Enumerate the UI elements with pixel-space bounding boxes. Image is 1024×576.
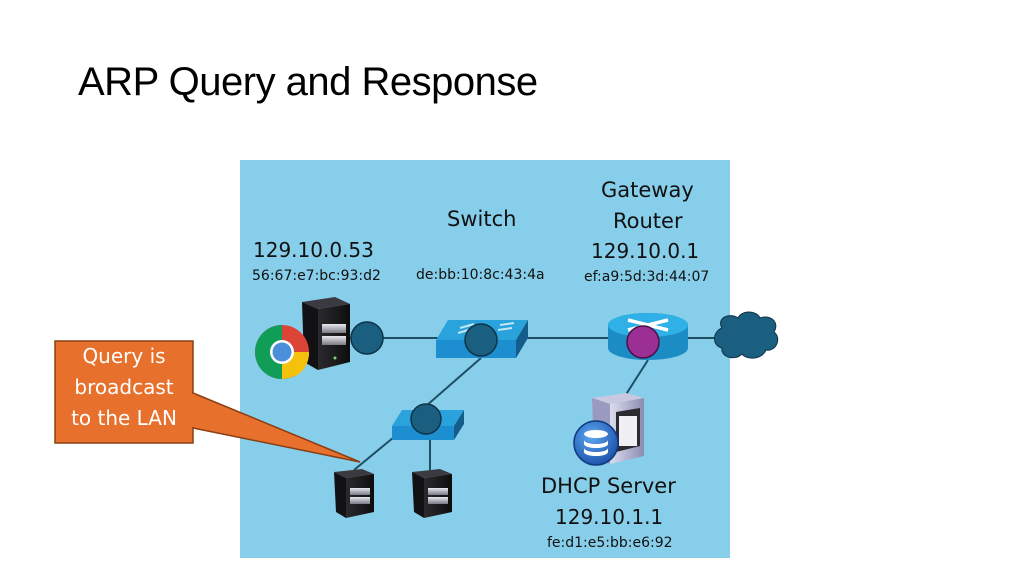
client-computer-icon[interactable] — [254, 297, 350, 380]
database-icon — [573, 420, 619, 466]
dhcp-server-icon[interactable] — [573, 393, 644, 466]
callout-line-3: to the LAN — [71, 406, 177, 430]
lan-host-1-icon[interactable] — [334, 469, 374, 518]
switch-name: Switch — [447, 207, 517, 231]
client-mac: 56:67:e7:bc:93:d2 — [252, 268, 381, 284]
gateway-name-line1: Gateway — [601, 178, 694, 202]
cloud-icon — [714, 311, 779, 359]
client-port[interactable] — [350, 321, 384, 355]
gateway-mac: ef:a9:5d:3d:44:07 — [584, 269, 710, 285]
switch-mac: de:bb:10:8c:43:4a — [416, 267, 545, 283]
lan-host-2-icon[interactable] — [412, 469, 452, 518]
dhcp-mac: fe:d1:e5:bb:e6:92 — [547, 535, 673, 551]
chrome-icon — [254, 325, 310, 380]
gateway-ip: 129.10.0.1 — [591, 239, 700, 263]
callout-box — [54, 340, 361, 463]
callout-text: Query is broadcast to the LAN — [55, 341, 193, 443]
sub-switch-port[interactable] — [410, 403, 442, 435]
switch-port[interactable] — [464, 323, 498, 357]
dhcp-ip: 129.10.1.1 — [555, 505, 664, 529]
gateway-name-line2: Router — [613, 209, 683, 233]
slide-title: ARP Query and Response — [78, 60, 538, 104]
callout-line-2: broadcast — [74, 375, 174, 399]
link-router-dhcp — [624, 359, 649, 397]
gateway-port[interactable] — [626, 325, 660, 359]
client-ip: 129.10.0.53 — [253, 238, 374, 262]
callout-line-1: Query is — [82, 344, 166, 368]
dhcp-name: DHCP Server — [541, 474, 676, 498]
